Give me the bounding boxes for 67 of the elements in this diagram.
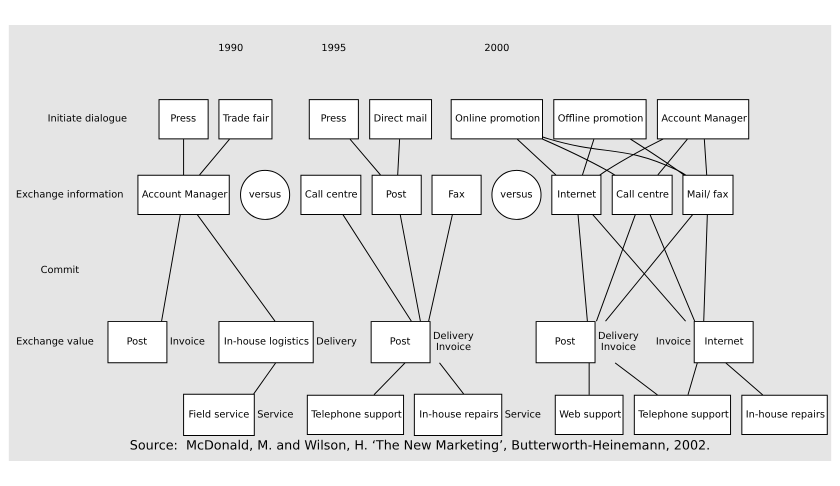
node-label: Invoice bbox=[600, 342, 636, 354]
node-box: Press bbox=[308, 99, 359, 140]
node-box: Web support bbox=[554, 394, 624, 435]
node-box: Direct mail bbox=[369, 99, 432, 140]
connector bbox=[196, 214, 276, 322]
label: 2000 bbox=[484, 43, 510, 54]
node-circle: versus bbox=[240, 170, 290, 220]
connector bbox=[614, 362, 658, 396]
node-box: Trade fair bbox=[218, 99, 272, 140]
label: Initiate dialogue bbox=[48, 114, 128, 125]
node-box: Press bbox=[158, 99, 209, 140]
node-box: Telephone support bbox=[634, 394, 732, 435]
connector bbox=[688, 362, 698, 396]
label: Exchange value bbox=[16, 336, 94, 348]
connector bbox=[725, 362, 764, 396]
connector bbox=[578, 214, 588, 322]
label: Commit bbox=[40, 264, 80, 276]
node-box: Online promotion bbox=[450, 99, 543, 140]
node-box: Account Manager bbox=[656, 99, 750, 140]
connector bbox=[350, 138, 382, 176]
node-box: In-house repairs bbox=[741, 394, 828, 435]
node-circle: versus bbox=[491, 170, 542, 220]
node-label: Delivery bbox=[316, 336, 357, 348]
connector bbox=[599, 138, 664, 176]
connector bbox=[704, 138, 708, 176]
connector bbox=[650, 214, 696, 322]
node-box: Fax bbox=[432, 174, 482, 216]
label: 1995 bbox=[321, 43, 346, 54]
node-box: Mail/ fax bbox=[682, 174, 734, 216]
connector bbox=[657, 138, 688, 176]
label: Exchange information bbox=[16, 189, 124, 200]
node-box: Internet bbox=[551, 174, 602, 216]
connector bbox=[374, 362, 406, 396]
connector bbox=[542, 138, 616, 176]
node-label: Invoice bbox=[656, 336, 691, 348]
connector bbox=[516, 138, 556, 176]
connector bbox=[183, 138, 184, 176]
connector bbox=[428, 214, 453, 322]
connector bbox=[592, 214, 686, 322]
connector bbox=[596, 214, 636, 322]
node-label: Service bbox=[257, 409, 294, 420]
connector bbox=[582, 138, 594, 176]
node-box: Telephone support bbox=[306, 394, 404, 435]
node-box: Call centre bbox=[300, 174, 362, 216]
node-box: Post bbox=[372, 174, 422, 216]
connector bbox=[342, 214, 412, 322]
connector bbox=[253, 362, 276, 395]
connector bbox=[397, 138, 400, 176]
connector bbox=[400, 214, 421, 322]
connector bbox=[605, 214, 694, 322]
node-box: Account Manager bbox=[137, 174, 230, 216]
connector bbox=[161, 214, 181, 322]
label: 1990 bbox=[218, 43, 244, 54]
node-label: Service bbox=[504, 409, 541, 420]
connector bbox=[198, 138, 230, 176]
node-box: Call centre bbox=[612, 174, 673, 216]
node-box: Offline promotion bbox=[553, 99, 647, 140]
connector bbox=[588, 362, 590, 396]
connector bbox=[439, 362, 464, 395]
node-label: Delivery bbox=[433, 331, 474, 342]
connector bbox=[703, 214, 708, 322]
node-label: Invoice bbox=[170, 336, 205, 348]
caption: Source: McDonald, M. and Wilson, H. ‘The New Marketing’, Butterworth-Heinemann, 2002. bbox=[130, 438, 710, 454]
connector bbox=[542, 136, 686, 176]
connector bbox=[630, 138, 685, 176]
node-label: Invoice bbox=[436, 342, 471, 354]
node-label: Delivery bbox=[598, 331, 639, 342]
